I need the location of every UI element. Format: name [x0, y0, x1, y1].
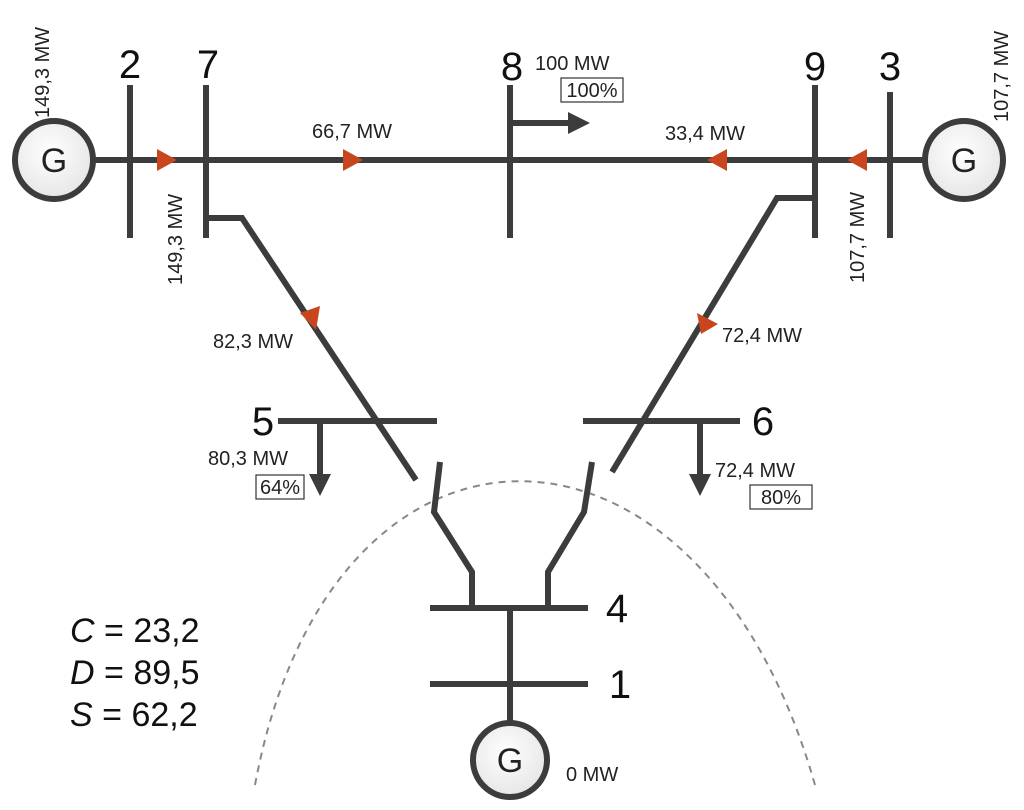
load-value-bus8: 100 MW: [535, 53, 610, 75]
boundary-curve: [254, 480, 816, 786]
load-arrow-5-head: [309, 474, 331, 496]
bus-number-1: 1: [609, 663, 631, 707]
flow-label-line-7-8: 66,7 MW: [312, 121, 392, 143]
generator-left-circle: [12, 118, 96, 202]
flow-label-line-9-6: 72,4 MW: [722, 325, 802, 347]
flow-label-line-3-9: 107,7 MW: [847, 192, 869, 283]
load-arrow-8-head: [568, 112, 590, 134]
flow-arrow-9-6: [697, 313, 718, 334]
bus-number-5: 5: [252, 400, 274, 444]
load-percent-box-bus5: [255, 474, 305, 500]
load-percent-box-bus8: [560, 77, 624, 103]
bus-number-9: 9: [804, 45, 826, 89]
flow-label-gen-bottom: 0 MW: [566, 764, 618, 786]
line-7-5: [206, 215, 419, 482]
generator-right: G: [922, 118, 1006, 202]
flow-arrow-9-8: [707, 149, 727, 171]
flow-label-line-2-7: 149,3 MW: [165, 194, 187, 285]
generator-left-label: G: [41, 142, 67, 180]
load-value-bus5: 80,3 MW: [208, 448, 288, 470]
line-6-4: [545, 461, 595, 608]
metric-d: D = 89,5: [70, 654, 200, 692]
metric-s: S = 62,2: [70, 696, 198, 734]
metric-c: C = 23,2: [70, 612, 200, 650]
load-percent-bus5: 64%: [260, 477, 300, 499]
load-percent-box-bus6: [749, 484, 813, 510]
line-9-6: [609, 195, 815, 474]
bus-number-7: 7: [197, 43, 219, 87]
generator-right-label: G: [951, 142, 977, 180]
load-arrow-6-head: [689, 474, 711, 496]
flow-label-line-9-8: 33,4 MW: [665, 123, 745, 145]
generator-left: G: [12, 118, 96, 202]
load-value-bus6: 72,4 MW: [715, 460, 795, 482]
bus-number-4: 4: [606, 587, 628, 631]
generator-right-circle: [922, 118, 1006, 202]
generator-bottom: G: [470, 720, 550, 800]
bus-number-2: 2: [119, 43, 141, 87]
flow-label-line-7-5: 82,3 MW: [213, 331, 293, 353]
flow-arrow-2-7: [157, 149, 177, 171]
generator-bottom-label: G: [497, 742, 523, 780]
load-percent-bus8: 100%: [566, 80, 617, 102]
flow-label-gen-left: 149,3 MW: [32, 27, 54, 118]
generator-bottom-circle: [470, 720, 550, 800]
bus-number-6: 6: [752, 400, 774, 444]
bus-number-8: 8: [501, 45, 523, 89]
load-percent-bus6: 80%: [761, 487, 801, 509]
flow-arrow-7-5: [300, 306, 320, 330]
flow-label-gen-right: 107,7 MW: [991, 31, 1013, 122]
line-5-4: [430, 461, 475, 608]
bus-number-3: 3: [879, 45, 901, 89]
flow-arrow-7-8: [343, 149, 363, 171]
flow-arrow-3-9: [847, 149, 867, 171]
